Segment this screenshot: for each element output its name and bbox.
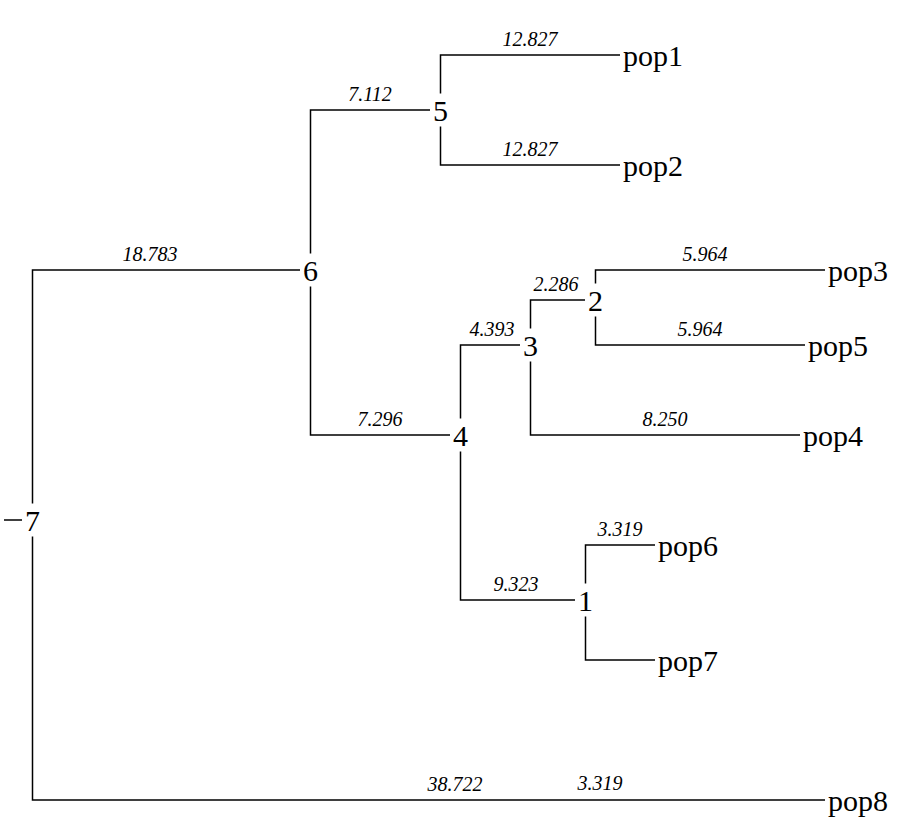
tree-branch (461, 345, 521, 419)
node-text: pop4 (803, 419, 863, 452)
node-text: pop1 (623, 39, 683, 72)
branch-length: 38.722 (426, 773, 485, 795)
tree-branch (33, 537, 826, 801)
branch-length: 12.827 (501, 28, 560, 50)
tree-node-label: pop5 (805, 329, 871, 362)
tree-node-label: pop8 (825, 784, 891, 817)
node-text: 4 (453, 419, 468, 452)
node-text: pop2 (623, 149, 683, 182)
node-text: 6 (303, 254, 318, 287)
root-stub (4, 519, 22, 521)
branch-length: 2.286 (532, 273, 581, 295)
node-text: pop5 (808, 329, 868, 362)
tree-branch (461, 452, 576, 601)
branch-length: 12.827 (501, 138, 560, 160)
node-text: pop6 (658, 529, 718, 562)
node-text: 3 (523, 329, 538, 362)
tree-branch (531, 300, 586, 329)
node-text: 5 (433, 94, 448, 127)
node-text: pop8 (828, 784, 888, 817)
tree-branch (311, 110, 431, 254)
node-text: 7 (25, 504, 40, 537)
tree-branch (586, 617, 656, 661)
tree-node-label: pop7 (655, 644, 721, 677)
tree-branch (596, 270, 826, 284)
branch-length: 7.112 (346, 83, 394, 105)
branch-length: 18.783 (121, 243, 180, 265)
tree-node-label: pop4 (800, 419, 866, 452)
tree-node-label: pop6 (655, 529, 721, 562)
branch-length: 9.323 (492, 573, 541, 595)
branch-length: 4.393 (468, 318, 517, 340)
tree-node-label: 2 (585, 284, 606, 317)
tree-node-label: 7 (22, 504, 43, 537)
branch-length: 5.964 (676, 318, 725, 340)
tree-node-label: pop3 (825, 254, 891, 287)
tree-branch (586, 545, 656, 584)
tree-node-label: pop2 (620, 149, 686, 182)
tree-branch (441, 127, 621, 166)
tree-node-label: 1 (575, 584, 596, 617)
branch-length: 8.250 (641, 408, 690, 430)
tree-node-label: 5 (430, 94, 451, 127)
tree-branch (441, 55, 621, 94)
node-text: 2 (588, 284, 603, 317)
node-text: pop7 (658, 644, 718, 677)
tree-branch (531, 362, 801, 436)
node-text: pop3 (828, 254, 888, 287)
tree-branch (311, 287, 451, 436)
tree-node-label: 6 (300, 254, 321, 287)
tree-node-label: pop1 (620, 39, 686, 72)
branch-length: 5.964 (681, 243, 730, 265)
branch-length: 3.319 (596, 518, 645, 540)
tree-node-label: 3 (520, 329, 541, 362)
branch-length: 7.296 (356, 408, 405, 430)
branch-length: 3.319 (576, 772, 625, 794)
tree-branch (33, 270, 301, 504)
tree-node-label: 4 (450, 419, 471, 452)
tree-branch (596, 317, 806, 346)
node-text: 1 (578, 584, 593, 617)
